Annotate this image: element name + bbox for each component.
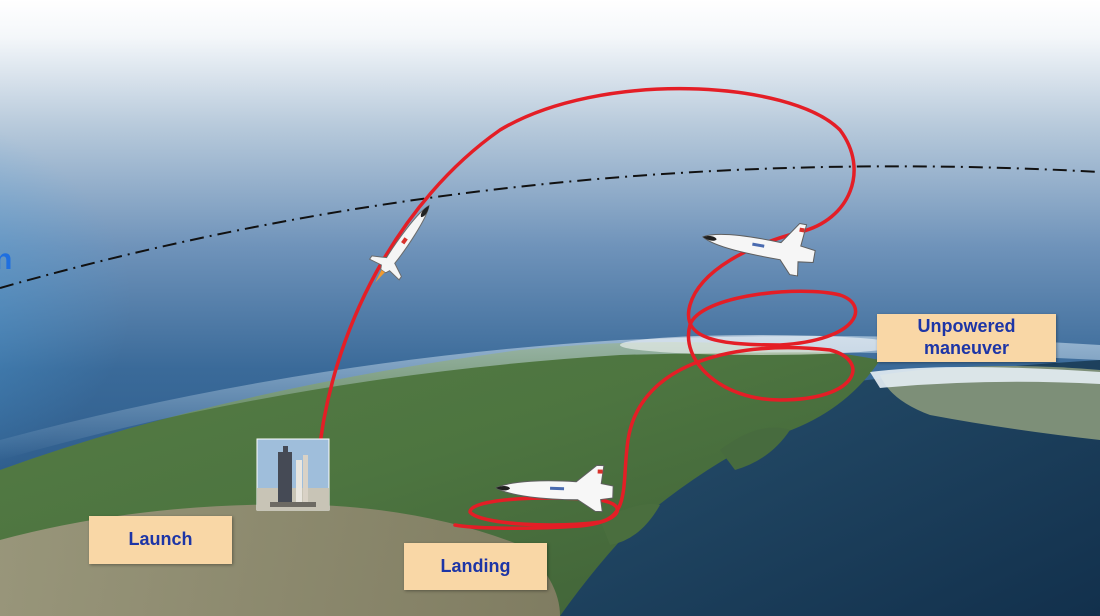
orbiting-vehicle [701,222,816,277]
unpowered-label-line1: Unpowered [917,316,1016,337]
launch-label: Launch [89,516,232,564]
unpowered-label-line2: maneuver [923,338,1010,358]
peninsula [720,427,790,470]
edge-text: n [0,243,13,276]
launch-tower-photo [256,438,330,511]
landing-label: Landing [404,543,547,590]
snow-coast [870,367,1100,388]
trajectory-path [316,87,858,530]
right-land [880,366,1100,440]
ascending-shuttle [368,204,430,283]
unpowered-maneuver-label: Unpowered maneuver [877,314,1056,362]
atmosphere-boundary-line [0,165,1100,289]
landing-vehicle [494,464,614,513]
